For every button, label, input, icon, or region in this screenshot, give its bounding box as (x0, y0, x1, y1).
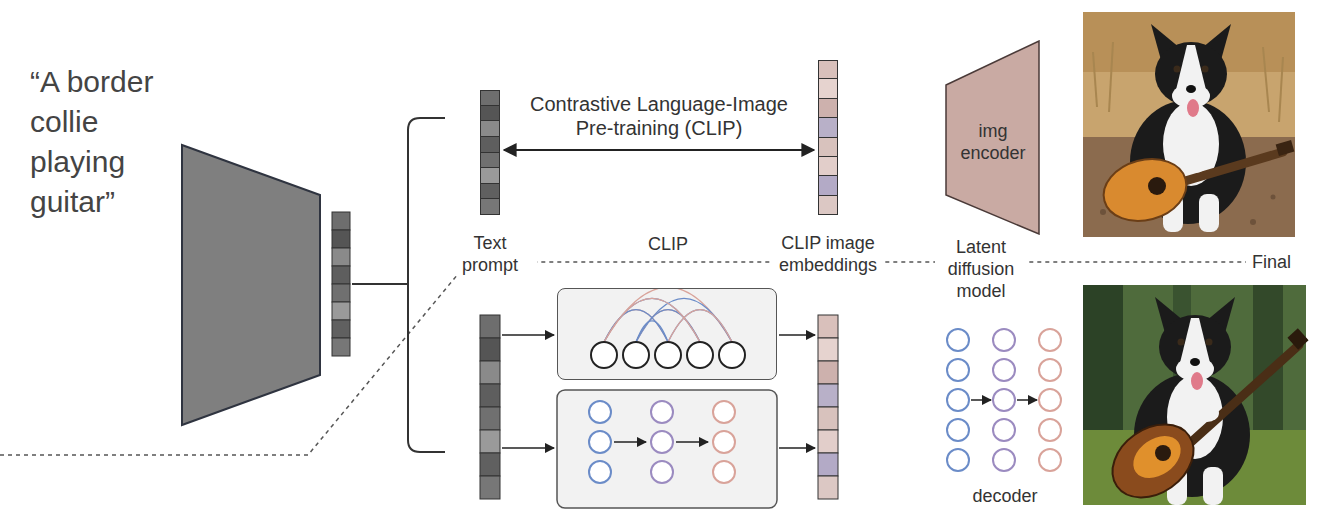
node-text: decoder (960, 485, 1050, 507)
vector-cell (818, 407, 838, 430)
edge-label: Contrastive Language-Image Pre-training … (509, 92, 809, 140)
vector-cell (332, 212, 350, 230)
vector-cell (480, 430, 500, 453)
vector-cell (332, 266, 350, 284)
vector-cell (818, 338, 838, 361)
connector-arrow (504, 149, 814, 151)
stage-label: Latent diffusion model (935, 236, 1027, 302)
decoder-network: decoder (940, 325, 1070, 513)
vector-cell (818, 430, 838, 453)
vector-cell (818, 361, 838, 384)
vector-cell (480, 137, 500, 153)
node-text: CLIP image embeddings (771, 232, 885, 276)
stage-label: Final (1250, 251, 1310, 273)
vector-cell (818, 138, 838, 157)
vector-cell (480, 338, 500, 361)
generated-photo (1083, 12, 1295, 237)
vector-cell (818, 157, 838, 176)
vector-cell (332, 248, 350, 266)
vector-cell (332, 230, 350, 248)
vector-cell (480, 184, 500, 200)
vector-cell (332, 338, 350, 356)
attention-graph (558, 289, 775, 378)
vector-cell (818, 99, 838, 118)
clip-image-embedding-vector: CLIP image embeddings (818, 60, 838, 215)
vector-cell (480, 384, 500, 407)
vector-cell (480, 153, 500, 169)
text-encoder-shape (182, 145, 320, 425)
vector-cell (818, 60, 838, 79)
vector-cell (818, 118, 838, 137)
vector-cell (818, 196, 838, 215)
vector-cell (480, 168, 500, 184)
vector-cell (332, 302, 350, 320)
vector-cell (480, 453, 500, 476)
vector-cell (818, 315, 838, 338)
vector-cell (480, 121, 500, 137)
vector-cell (332, 320, 350, 338)
vector-cell (480, 476, 500, 499)
diffusion-prior-nodes (589, 401, 735, 483)
vector-cell (480, 361, 500, 384)
vector-cell (818, 79, 838, 98)
clip-transformer-block: CLIP (557, 288, 777, 380)
vector-cell (818, 384, 838, 407)
generated-photo (1083, 285, 1309, 512)
prompt-text: “A border collie playing guitar” (28, 62, 168, 222)
node-text: CLIP (618, 233, 718, 255)
diffusion-prior-box (557, 390, 777, 508)
vector-cell (480, 199, 500, 215)
vector-cell (480, 407, 500, 430)
vector-cell (818, 476, 838, 499)
vector-cell (480, 106, 500, 122)
node-text: img encoder (953, 120, 1033, 164)
image-encoder: img encoder (945, 40, 1040, 235)
text-embedding-vector: Text prompt (480, 90, 500, 215)
vector-cell (332, 284, 350, 302)
vector-cell (480, 315, 500, 338)
split-bracket (352, 118, 445, 452)
vector-cell (818, 453, 838, 476)
vector-cell (818, 176, 838, 195)
decoder-layers (940, 325, 1070, 477)
node-text: Text prompt (443, 232, 537, 276)
vector-cell (480, 90, 500, 106)
